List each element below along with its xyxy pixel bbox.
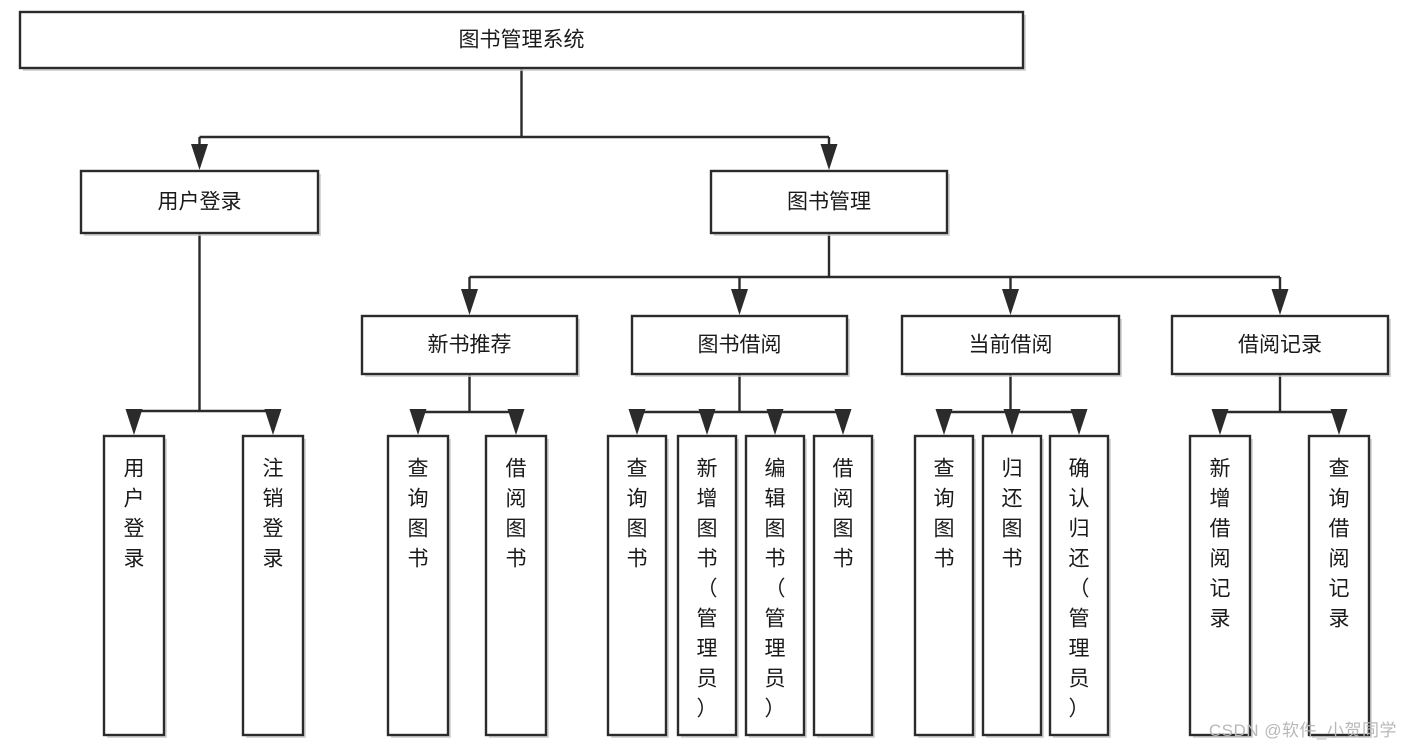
node-label: 用户登录: [158, 191, 242, 214]
arrow-head-icon: [628, 409, 646, 435]
node-rect[interactable]: [1170, 314, 1390, 376]
node-layer: 图书管理系统用户登录图书管理新书推荐图书借阅当前借阅借阅记录用户登录注销登录查询…: [18, 10, 1391, 738]
node-rect[interactable]: [18, 10, 1025, 70]
arrow-head-icon: [191, 144, 208, 170]
node-label: 编辑图书（管理员）: [765, 458, 786, 721]
node-leaf-borrow-book-2[interactable]: 借阅图书: [812, 434, 875, 738]
arrow-head-icon: [698, 409, 716, 435]
node-label: 查询借阅记录: [1329, 458, 1350, 631]
connector-group-new-book-recommend: [409, 374, 525, 435]
node-label: 新书推荐: [428, 334, 512, 357]
arrow-head-icon: [820, 144, 838, 170]
node-leaf-add-book[interactable]: 新增图书（管理员）: [676, 434, 739, 738]
arrow-head-icon: [1330, 409, 1348, 435]
arrow-head-icon: [461, 289, 478, 315]
node-leaf-query-book-2[interactable]: 查询图书: [606, 434, 669, 738]
node-current-borrow[interactable]: 当前借阅: [900, 314, 1122, 377]
connector-group-current-borrow: [935, 374, 1088, 435]
node-leaf-return-book[interactable]: 归还图书: [981, 434, 1044, 738]
node-label: 归还图书: [1002, 458, 1023, 571]
connector-group-book-manage: [461, 233, 1289, 315]
node-borrow-record[interactable]: 借阅记录: [1170, 314, 1391, 377]
connector-group-root: [191, 68, 838, 170]
node-label: 图书管理系统: [459, 29, 585, 52]
node-new-book-recommend[interactable]: 新书推荐: [360, 314, 580, 377]
node-book-borrow[interactable]: 图书借阅: [630, 314, 850, 377]
node-rect[interactable]: [1188, 434, 1252, 737]
node-rect[interactable]: [484, 434, 548, 737]
node-label: 查询图书: [408, 458, 429, 571]
arrow-head-icon: [409, 409, 427, 435]
node-label: 当前借阅: [969, 334, 1053, 357]
node-label: 注销登录: [263, 458, 284, 571]
node-label: 借阅记录: [1238, 334, 1322, 357]
node-leaf-add-record[interactable]: 新增借阅记录: [1188, 434, 1253, 738]
connector-group-borrow-record: [1211, 374, 1348, 435]
node-label: 新增借阅记录: [1210, 458, 1231, 631]
node-leaf-query-book-3[interactable]: 查询图书: [913, 434, 976, 738]
arrow-head-icon: [935, 409, 953, 435]
node-leaf-edit-book[interactable]: 编辑图书（管理员）: [744, 434, 807, 738]
node-rect[interactable]: [360, 314, 579, 376]
node-rect[interactable]: [744, 434, 806, 737]
arrow-head-icon: [834, 409, 852, 435]
node-leaf-user-logout[interactable]: 注销登录: [241, 434, 306, 738]
node-rect[interactable]: [606, 434, 668, 737]
node-label: 借阅图书: [506, 458, 527, 571]
node-rect[interactable]: [1307, 434, 1371, 737]
node-leaf-confirm-return[interactable]: 确认归还（管理员）: [1048, 434, 1111, 738]
node-leaf-query-book-1[interactable]: 查询图书: [386, 434, 451, 738]
arrow-head-icon: [1211, 409, 1229, 435]
node-book-manage[interactable]: 图书管理: [709, 169, 950, 236]
arrow-head-icon: [1070, 409, 1088, 435]
connector-layer: [125, 68, 1348, 435]
node-rect[interactable]: [676, 434, 738, 737]
node-rect[interactable]: [386, 434, 450, 737]
node-label: 查询图书: [934, 458, 955, 571]
node-rect[interactable]: [241, 434, 305, 737]
arrow-head-icon: [1271, 289, 1289, 315]
arrow-head-icon: [125, 409, 143, 435]
node-label: 用户登录: [124, 458, 145, 571]
node-label: 图书管理: [787, 191, 871, 214]
node-label: 确认归还（管理员）: [1069, 458, 1090, 721]
node-leaf-borrow-book-1[interactable]: 借阅图书: [484, 434, 549, 738]
node-rect[interactable]: [913, 434, 975, 737]
node-label: 图书借阅: [698, 334, 782, 357]
arrow-head-icon: [264, 409, 282, 435]
node-label: 查询图书: [627, 458, 648, 571]
node-label: 借阅图书: [833, 458, 854, 571]
connector-group-book-borrow: [628, 374, 852, 435]
csdn-watermark: CSDN @软件_小贺同学: [1208, 721, 1397, 740]
node-leaf-user-login[interactable]: 用户登录: [102, 434, 167, 738]
arrow-head-icon: [1002, 289, 1019, 315]
arrow-head-icon: [1003, 409, 1021, 435]
node-label: 新增图书（管理员）: [697, 458, 718, 721]
node-rect[interactable]: [630, 314, 849, 376]
connector-group-user-login: [125, 233, 282, 435]
arrow-head-icon: [766, 409, 784, 435]
node-rect[interactable]: [709, 169, 949, 235]
arrow-head-icon: [731, 289, 748, 315]
node-leaf-query-record[interactable]: 查询借阅记录: [1307, 434, 1372, 738]
node-rect[interactable]: [900, 314, 1121, 376]
node-rect[interactable]: [1048, 434, 1110, 737]
node-rect[interactable]: [79, 169, 320, 235]
node-rect[interactable]: [981, 434, 1043, 737]
arrow-head-icon: [507, 409, 525, 435]
node-rect[interactable]: [812, 434, 874, 737]
node-rect[interactable]: [102, 434, 166, 737]
node-user-login[interactable]: 用户登录: [79, 169, 321, 236]
node-root[interactable]: 图书管理系统: [18, 10, 1026, 71]
